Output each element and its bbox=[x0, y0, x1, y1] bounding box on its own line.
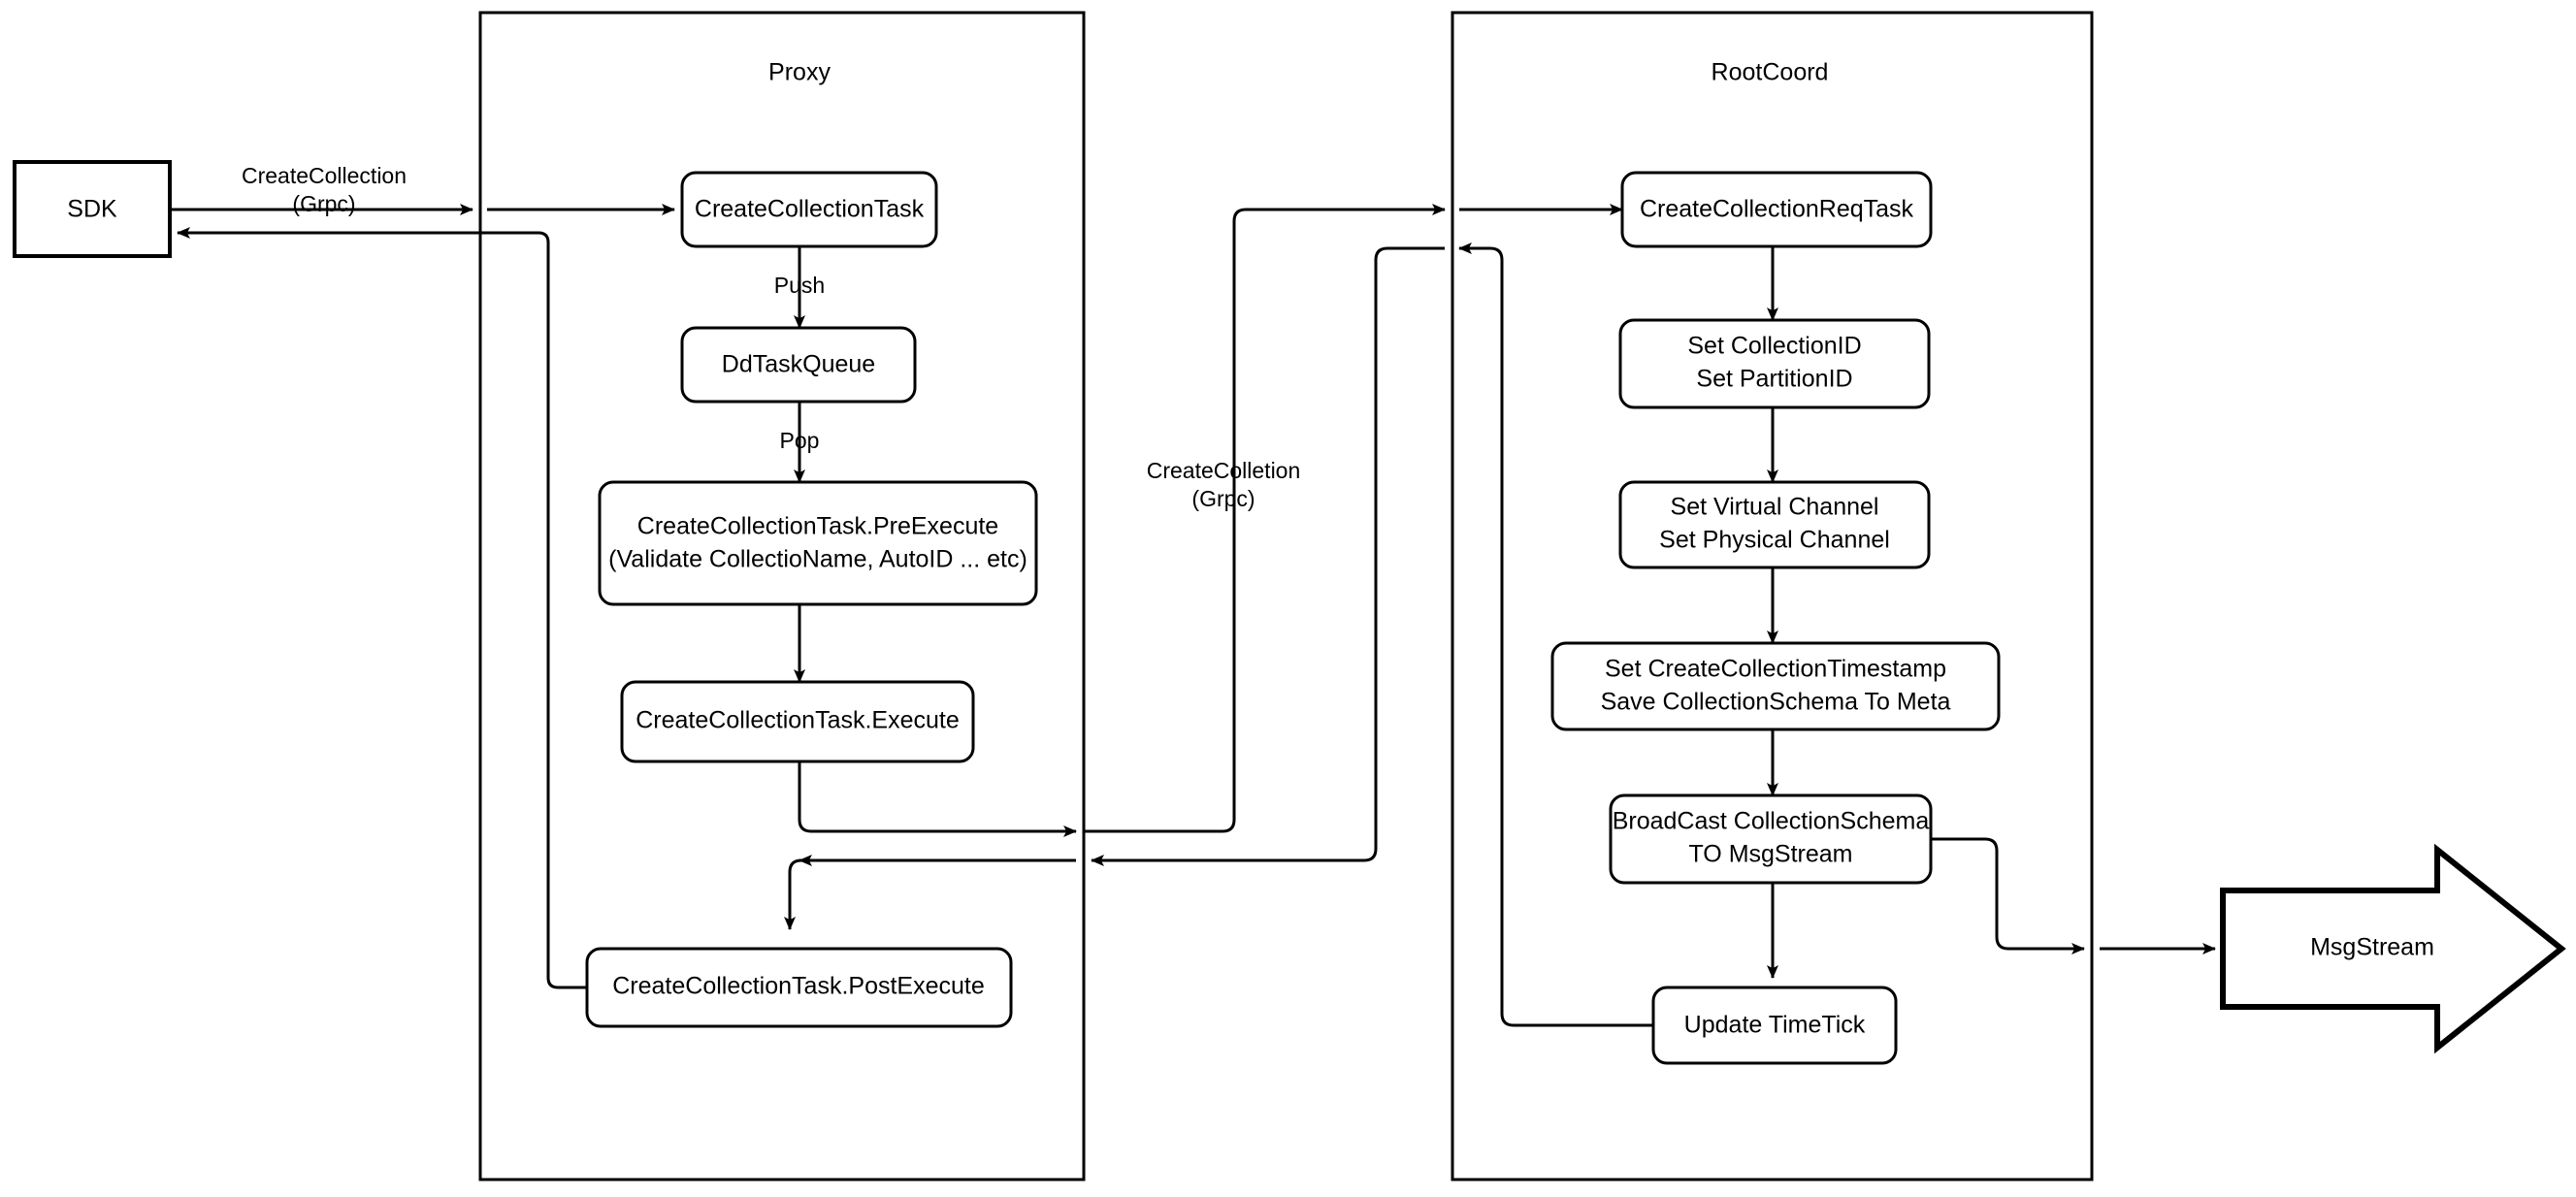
node-execute[interactable]: CreateCollectionTask.Execute bbox=[620, 680, 975, 763]
node-post-execute-label: CreateCollectionTask.PostExecute bbox=[612, 973, 985, 1000]
edge-label-proxy-to-rootcoord-line1: CreateColletion bbox=[1147, 458, 1301, 483]
edge-group-proxy-to-rootcoord: CreateColletion (Grpc) bbox=[798, 204, 1623, 837]
node-broadcast-box[interactable] bbox=[1609, 793, 1933, 885]
node-dd-task-queue-box[interactable] bbox=[680, 326, 917, 404]
edge-execute-to-proxy-boundary-out bbox=[798, 761, 1077, 837]
edge-label-push: Push bbox=[774, 273, 825, 298]
edge-label-sdk-to-proxy-line1: CreateCollection bbox=[242, 163, 407, 188]
edge-group-rootcoord-to-proxy bbox=[784, 243, 1653, 1027]
node-set-ids-label-line1: Set CollectionID bbox=[1687, 333, 1861, 360]
node-pre-execute-box[interactable] bbox=[598, 480, 1038, 606]
node-set-channels-label-line2: Set Physical Channel bbox=[1659, 527, 1890, 554]
node-update-timetick[interactable]: Update TimeTick bbox=[1651, 986, 1898, 1065]
lane-rootcoord-label: RootCoord bbox=[1712, 59, 1829, 86]
edge-group-proxy-chain: Push Pop bbox=[774, 245, 825, 683]
node-msgstream-label: MsgStream bbox=[2310, 934, 2434, 961]
lane-proxy-label: Proxy bbox=[768, 59, 831, 86]
node-post-execute-box[interactable] bbox=[585, 947, 1013, 1028]
node-dd-task-queue-label: DdTaskQueue bbox=[722, 351, 875, 378]
node-create-collection-req-task[interactable]: CreateCollectionReqTask bbox=[1620, 171, 1933, 248]
node-save-meta-label-line1: Set CreateCollectionTimestamp bbox=[1605, 656, 1946, 683]
node-create-collection-task[interactable]: CreateCollectionTask bbox=[680, 171, 938, 248]
node-create-collection-req-task-label: CreateCollectionReqTask bbox=[1640, 196, 1914, 223]
node-create-collection-req-task-box[interactable] bbox=[1620, 171, 1933, 248]
lane-rootcoord: RootCoord bbox=[1451, 11, 2094, 1181]
node-set-channels-label-line1: Set Virtual Channel bbox=[1671, 494, 1879, 521]
node-pre-execute[interactable]: CreateCollectionTask.PreExecute (Validat… bbox=[598, 480, 1038, 606]
node-post-execute[interactable]: CreateCollectionTask.PostExecute bbox=[585, 947, 1013, 1028]
edge-proxy-boundary-to-post-execute bbox=[784, 858, 1076, 930]
node-save-meta-box[interactable] bbox=[1550, 641, 2001, 731]
lane-proxy: Proxy bbox=[478, 11, 1086, 1181]
edge-label-proxy-to-rootcoord-line2: (Grpc) bbox=[1191, 486, 1255, 511]
node-msgstream-arrow-shape[interactable] bbox=[2220, 843, 2566, 1054]
node-update-timetick-label: Update TimeTick bbox=[1684, 1012, 1866, 1039]
edge-group-sdk-proxy: CreateCollection (Grpc) bbox=[170, 163, 675, 989]
edge-post-execute-to-sdk bbox=[177, 227, 587, 989]
node-set-channels-box[interactable] bbox=[1618, 480, 1931, 569]
node-set-channels[interactable]: Set Virtual Channel Set Physical Channel bbox=[1618, 480, 1931, 569]
node-update-timetick-box[interactable] bbox=[1651, 986, 1898, 1065]
lane-proxy-boundary bbox=[478, 11, 1086, 1181]
node-sdk-box[interactable] bbox=[13, 160, 172, 258]
node-create-collection-task-box[interactable] bbox=[680, 171, 938, 248]
node-execute-label: CreateCollectionTask.Execute bbox=[636, 707, 960, 734]
node-save-meta[interactable]: Set CreateCollectionTimestamp Save Colle… bbox=[1550, 641, 2001, 731]
node-save-meta-label-line2: Save CollectionSchema To Meta bbox=[1601, 689, 1951, 716]
node-sdk-label: SDK bbox=[67, 196, 117, 223]
node-broadcast-label-line2: TO MsgStream bbox=[1688, 841, 1852, 868]
node-broadcast-label-line1: BroadCast CollectionSchema bbox=[1613, 808, 1930, 835]
node-broadcast[interactable]: BroadCast CollectionSchema TO MsgStream bbox=[1609, 793, 1933, 885]
node-sdk[interactable]: SDK bbox=[13, 160, 172, 258]
node-create-collection-task-label: CreateCollectionTask bbox=[695, 196, 925, 223]
node-execute-box[interactable] bbox=[620, 680, 975, 763]
node-dd-task-queue[interactable]: DdTaskQueue bbox=[680, 326, 917, 404]
edge-proxy-to-rootcoord-boundary bbox=[1084, 204, 1446, 833]
lane-rootcoord-boundary bbox=[1451, 11, 2094, 1181]
edge-label-sdk-to-proxy-line2: (Grpc) bbox=[292, 191, 355, 216]
edge-update-timetick-to-rootcoord-boundary bbox=[1458, 243, 1653, 1027]
node-set-ids[interactable]: Set CollectionID Set PartitionID bbox=[1618, 318, 1931, 409]
edge-label-pop: Pop bbox=[780, 428, 820, 453]
node-set-ids-label-line2: Set PartitionID bbox=[1696, 366, 1852, 393]
edge-rootcoord-to-proxy-boundary bbox=[1091, 246, 1445, 866]
node-pre-execute-label-line1: CreateCollectionTask.PreExecute bbox=[637, 513, 998, 540]
node-pre-execute-label-line2: (Validate CollectioName, AutoID ... etc) bbox=[608, 546, 1027, 573]
edge-group-broadcast-to-msgstream bbox=[1931, 837, 2216, 954]
edge-broadcast-out-to-rootcoord-boundary bbox=[1931, 837, 2085, 954]
node-set-ids-box[interactable] bbox=[1618, 318, 1931, 409]
node-msgstream[interactable]: MsgStream bbox=[2220, 843, 2566, 1054]
